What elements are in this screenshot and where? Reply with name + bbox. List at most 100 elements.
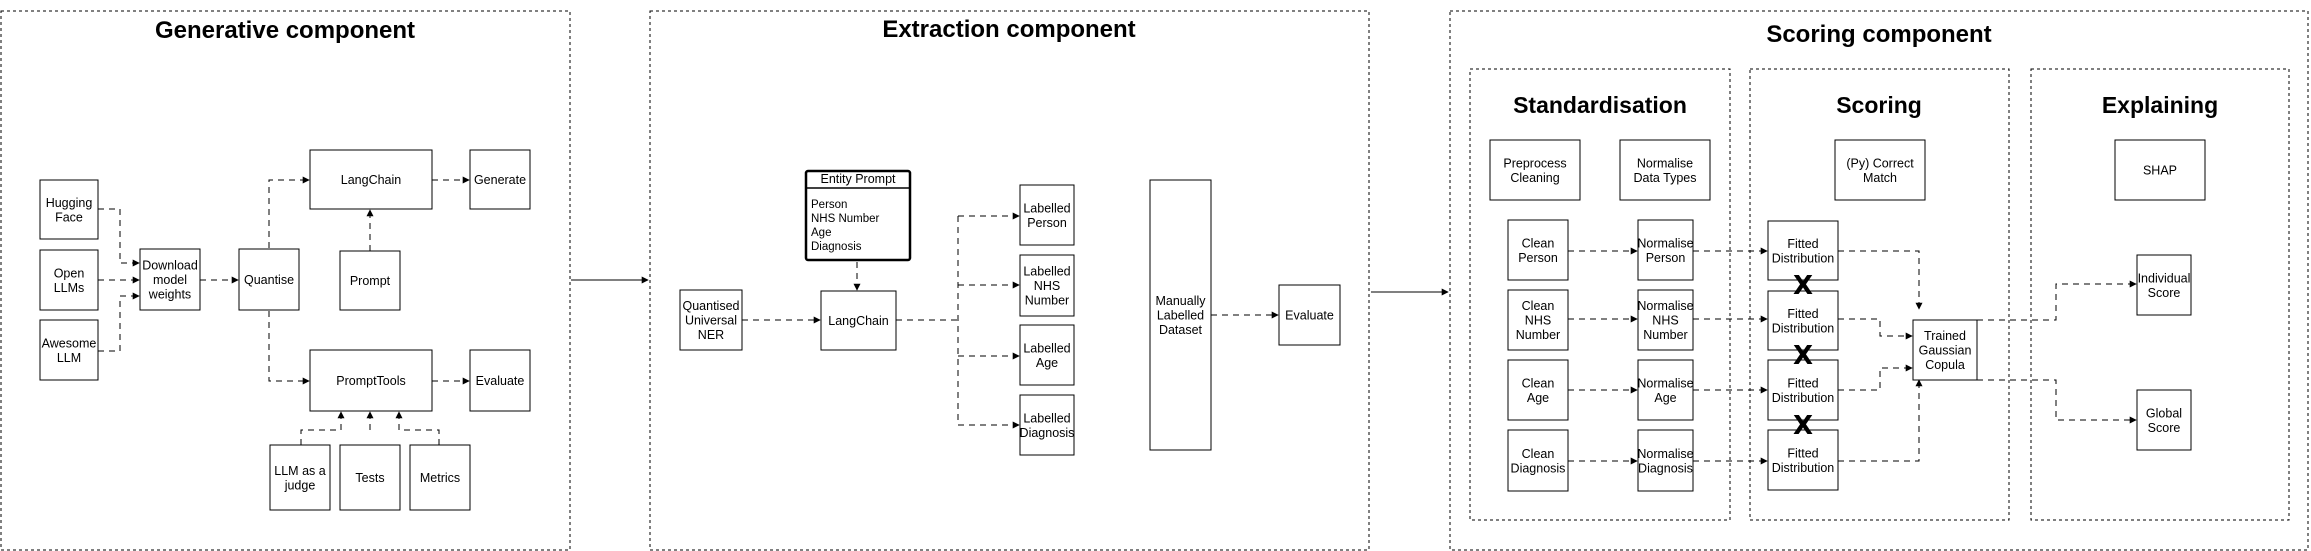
generate-box (469, 149, 531, 210)
clean-nhs-box (1507, 289, 1569, 351)
llm-judge-box (269, 444, 331, 511)
edge-awesome-download (98, 292, 140, 352)
norm-nhs-box (1637, 289, 1694, 351)
clean-diagnosis-box (1507, 429, 1569, 492)
entity-prompt-title: Entity Prompt (820, 172, 896, 186)
edge-fit-copula-3 (1838, 364, 1913, 391)
edge-fit-copula-4 (1838, 379, 1923, 462)
hugging-face-box (39, 179, 99, 240)
edge-quantise-langchain (268, 176, 310, 248)
norm-age-box (1637, 359, 1694, 421)
normalise-types-box (1619, 139, 1711, 201)
edge-judge-prompttools (300, 411, 345, 445)
edge-metrics-prompttools (395, 411, 440, 445)
evaluate-gen-box (469, 349, 531, 412)
edge-copula-global (1977, 379, 2137, 424)
prompttools-label: PromptTools (336, 374, 405, 388)
generative-section (0, 10, 571, 551)
manual-dataset-box (1149, 179, 1212, 451)
entity-item-person: Person (811, 199, 847, 211)
download-box (139, 248, 201, 311)
edge-fit-copula-2 (1838, 318, 1913, 340)
langchain-gen-label: LangChain (341, 173, 402, 187)
explaining-title: Explaining (2102, 92, 2218, 118)
scoring-section (1449, 10, 2309, 551)
fitted-2-box (1767, 290, 1839, 351)
norm-person-box (1637, 219, 1694, 281)
evaluate-ext-box (1278, 284, 1341, 346)
standardisation-title: Standardisation (1513, 92, 1687, 118)
langchain-gen-box (309, 149, 433, 210)
scoring-title: Scoring component (1766, 21, 1991, 48)
generative-title: Generative component (155, 17, 415, 44)
global-score-box (2136, 389, 2192, 451)
langchain-ext-box (820, 290, 897, 351)
individual-score-box (2136, 254, 2192, 316)
labelled-nhs-box (1019, 254, 1075, 317)
labelled-age-box (1019, 324, 1075, 386)
copula-box (1912, 319, 1978, 381)
extraction-title: Extraction component (882, 16, 1135, 43)
tests-label: Tests (355, 471, 384, 485)
py-correct-box (1834, 139, 1926, 201)
fitted-1-box (1767, 220, 1839, 281)
x-mark-3: X (1793, 411, 1813, 441)
scoring-subsection (1749, 68, 2010, 521)
fitted-3-box (1767, 359, 1839, 421)
labelled-diagnosis-box (1019, 394, 1075, 456)
awesome-llm-box (39, 319, 99, 381)
generate-label: Generate (474, 173, 526, 187)
prompttools-box (309, 349, 433, 412)
entity-item-diagnosis: Diagnosis (811, 241, 862, 253)
evaluate-ext-label: Evaluate (1285, 309, 1334, 323)
edge-hf-download (98, 208, 140, 267)
entity-item-nhs: NHS Number (811, 213, 880, 225)
tests-box (339, 444, 401, 511)
fitted-4-box (1767, 429, 1839, 491)
metrics-label: Metrics (420, 471, 460, 485)
clean-person-box (1507, 219, 1569, 281)
shap-label: SHAP (2143, 164, 2177, 178)
evaluate-gen-label: Evaluate (476, 374, 525, 388)
metrics-box (409, 444, 471, 511)
norm-diagnosis-box (1637, 429, 1694, 492)
quantised-ner-box (679, 289, 743, 351)
standardisation-section (1469, 68, 1731, 521)
extraction-section (649, 10, 1370, 551)
langchain-ext-label: LangChain (828, 314, 889, 328)
quantise-box (238, 248, 300, 311)
edge-quantise-prompttools (268, 311, 310, 385)
x-mark-2: X (1793, 341, 1813, 371)
quantise-label: Quantise (244, 273, 294, 287)
x-mark-1: X (1793, 271, 1813, 301)
prompt-box (339, 250, 401, 311)
entity-item-age: Age (811, 227, 831, 239)
